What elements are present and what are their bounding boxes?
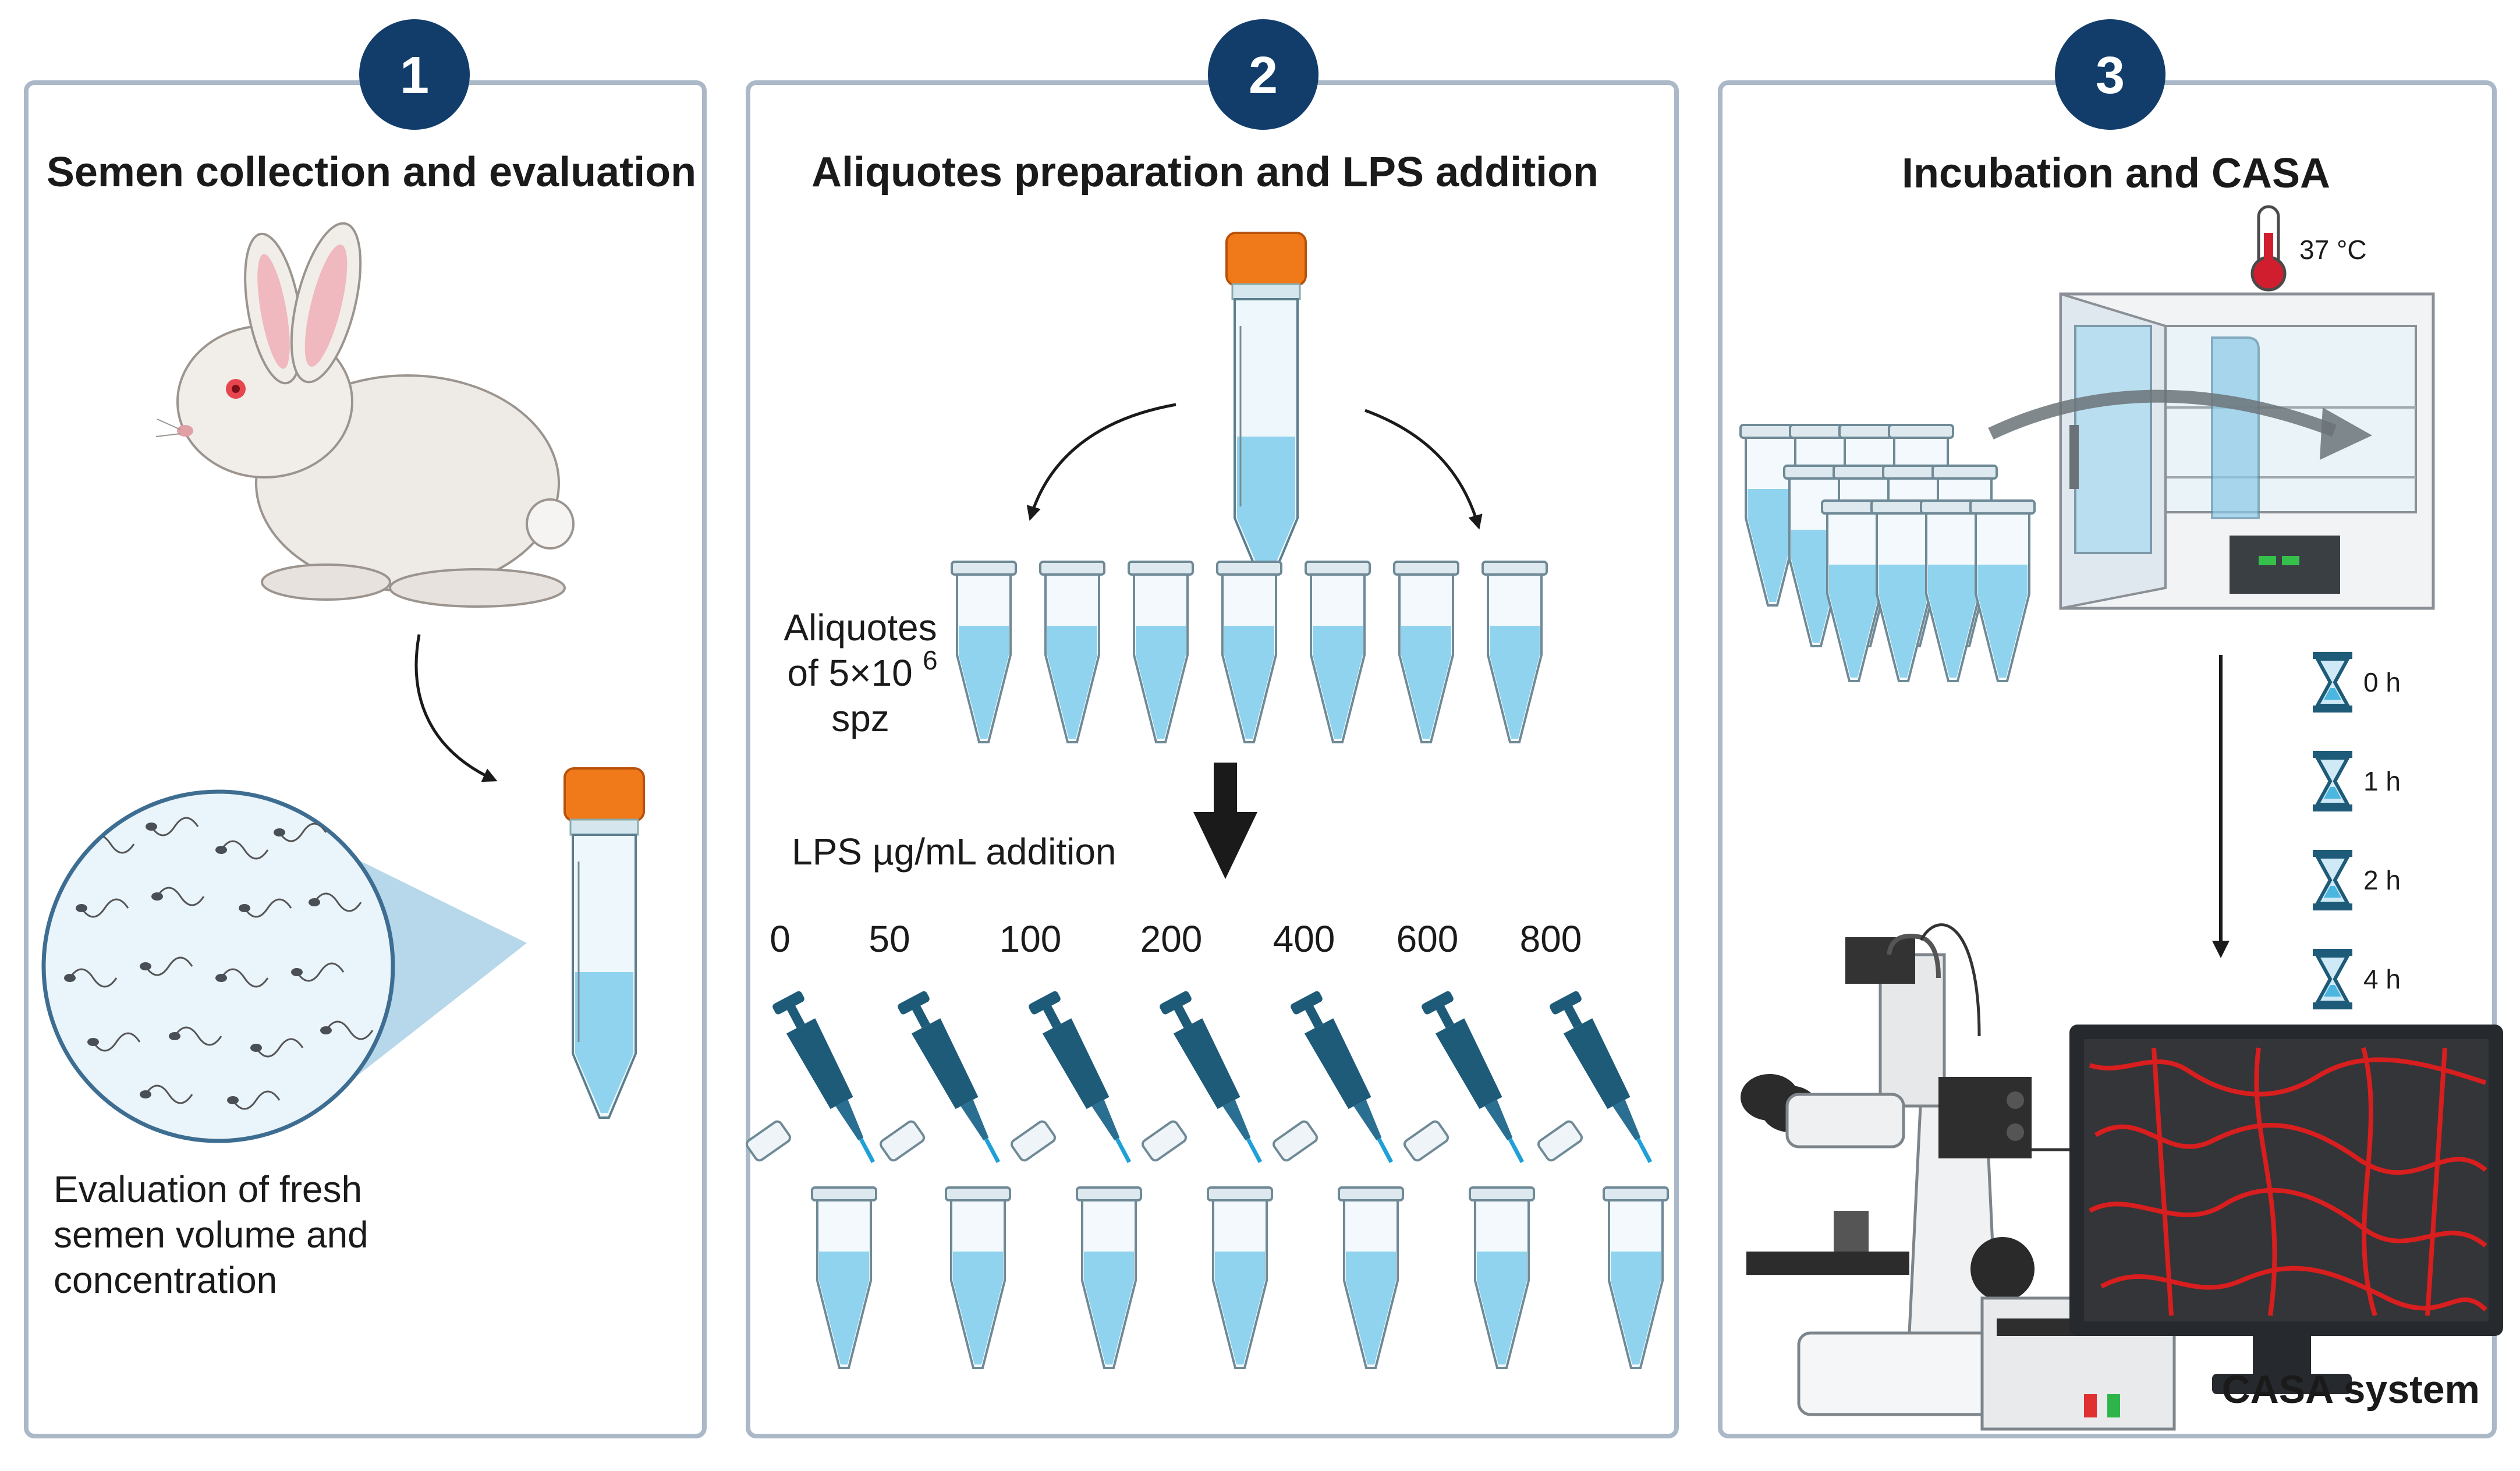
incubator: [2059, 292, 2435, 610]
down-arrow-big: [1193, 763, 1257, 879]
load-arrowhead: [2320, 407, 2372, 460]
dose-label: 100: [1000, 918, 1062, 960]
time-label: 2 h: [2363, 865, 2401, 895]
step-badge-2: [1208, 19, 1319, 130]
temperature-label: 37 °C: [2299, 235, 2367, 265]
dose-label: 50: [869, 918, 910, 960]
aliquotes-label-line2: of 5×10: [787, 652, 912, 694]
aliquotes-label-line1: Aliquotes: [784, 607, 937, 648]
panel-2: 2 Aliquotes preparation and LPS addition…: [745, 19, 1679, 1438]
aliquotes-exponent: 6: [923, 645, 938, 675]
dose-label: 0: [770, 918, 791, 960]
casa-monitor: [2069, 1025, 2503, 1394]
thermometer-icon: [2250, 205, 2287, 292]
time-label: 4 h: [2363, 964, 2401, 994]
step-number-2: 2: [1249, 47, 1278, 105]
split-arrow-right: [1364, 409, 1483, 530]
casa-system-label: CASA system: [2222, 1367, 2480, 1412]
evaluation-label-line2: semen volume and: [54, 1214, 368, 1256]
time-label: 1 h: [2363, 766, 2401, 796]
step-number-3: 3: [2096, 47, 2125, 105]
step-number-1: 1: [400, 47, 429, 105]
panel-1: 1 Semen collection and evaluation: [24, 19, 707, 1438]
panel-3-title: Incubation and CASA: [1902, 150, 2330, 197]
dose-label: 600: [1397, 918, 1459, 960]
lps-label: LPS µg/mL addition: [792, 831, 1117, 873]
flow-arrow: [414, 634, 498, 782]
evaluation-label-line3: concentration: [54, 1259, 277, 1301]
dose-label: 200: [1140, 918, 1203, 960]
aliquotes-label-line3: spz: [831, 697, 889, 739]
step-badge-3: [2055, 19, 2165, 130]
split-arrow-left: [1026, 403, 1176, 521]
dose-labels: 0 50 100 200 400 600 800: [770, 918, 1582, 960]
step-badge-1: [359, 19, 470, 130]
panel-3: 3 Incubation and CASA 37 °C: [1718, 19, 2503, 1438]
dose-label: 800: [1520, 918, 1582, 960]
time-label: 0 h: [2363, 667, 2401, 697]
load-arrow: [1988, 389, 2337, 439]
treated-tubes: [745, 1120, 1669, 1369]
evaluation-label-line1: Evaluation of fresh: [54, 1168, 362, 1210]
panel-2-title: Aliquotes preparation and LPS addition: [811, 149, 1599, 196]
timepoints: 0 h 1 h 2 h 4 h: [2313, 652, 2401, 1009]
falcon-tube-stock: [1225, 232, 1307, 583]
falcon-tube-semen: [563, 767, 645, 1119]
rabbit-illustration: [155, 222, 575, 608]
panel-1-title: Semen collection and evaluation: [47, 149, 696, 196]
sperm-magnification: [41, 789, 395, 1143]
dose-label: 400: [1273, 918, 1335, 960]
